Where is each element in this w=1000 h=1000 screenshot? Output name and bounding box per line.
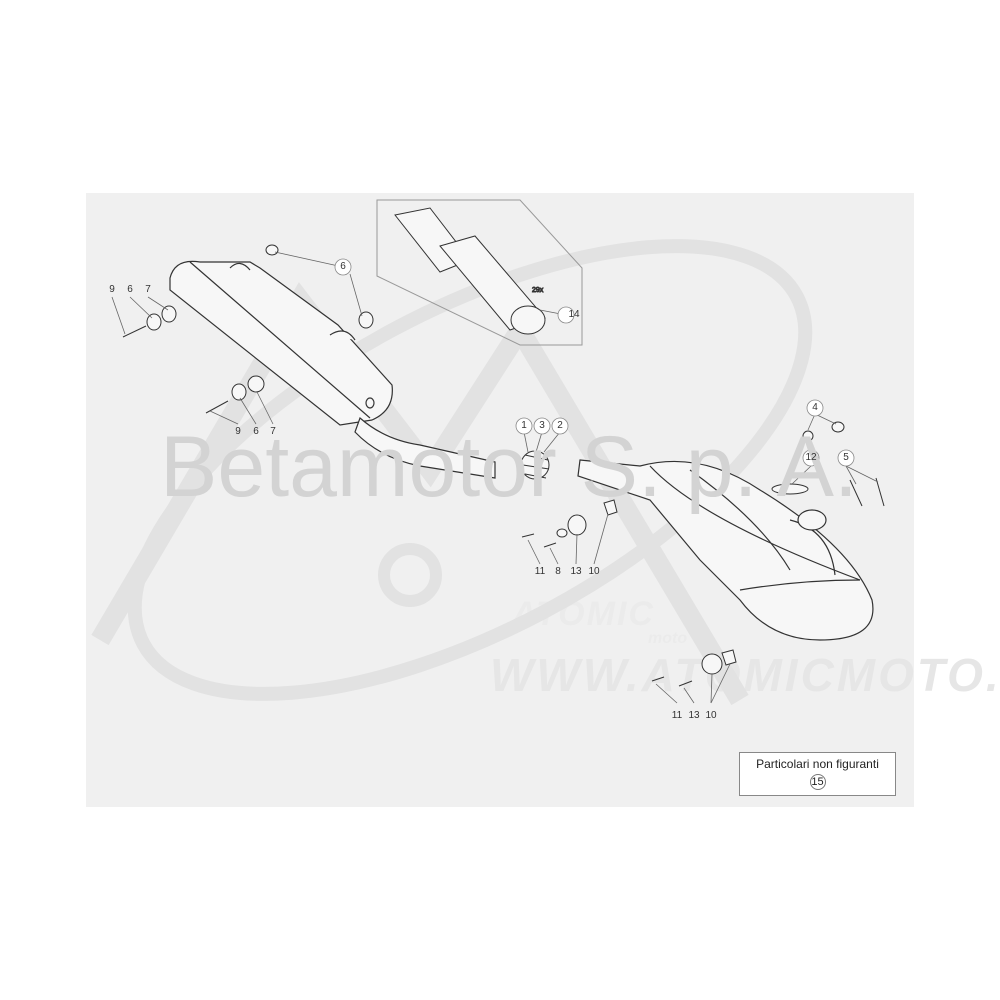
callout-6-bottom: 6 — [253, 426, 259, 437]
callout-13-middle: 13 — [570, 566, 582, 577]
watermark-brand: Betamotor S. p. A. — [160, 419, 858, 515]
callout-10-bottom: 10 — [705, 710, 717, 721]
callout-1: 1 — [521, 420, 527, 431]
callout-circles — [334, 258, 855, 467]
callout-5: 5 — [843, 452, 849, 463]
callout-2: 2 — [557, 420, 563, 431]
callout-11-middle: 11 — [534, 566, 546, 577]
hardware-right — [521, 421, 885, 687]
expansion-chamber — [577, 459, 874, 641]
callout-12: 12 — [805, 452, 817, 463]
callout-7-bottom: 7 — [270, 426, 276, 437]
legend-box: Particolari non figuranti 15 — [739, 752, 896, 796]
callout-6-right: 6 — [340, 261, 346, 272]
legend-number: 15 — [809, 774, 826, 790]
part-14-sleeve: 29x — [376, 199, 583, 346]
svg-text:29x: 29x — [532, 287, 544, 294]
legend-title: Particolari non figuranti — [756, 757, 879, 771]
callout-3: 3 — [539, 420, 545, 431]
callout-6-top: 6 — [127, 284, 133, 295]
callout-4: 4 — [812, 402, 818, 413]
callout-11-bottom: 11 — [671, 710, 683, 721]
callout-13-bottom: 13 — [688, 710, 700, 721]
callout-9-bottom: 9 — [235, 426, 241, 437]
callout-7-top: 7 — [145, 284, 151, 295]
hardware-left — [122, 244, 374, 414]
callout-14: 14 — [568, 309, 580, 320]
leader-lines — [111, 251, 879, 704]
callout-9-top: 9 — [109, 284, 115, 295]
callout-8: 8 — [555, 566, 561, 577]
watermark-logo-sub: moto — [648, 630, 688, 647]
part-coupler-spring — [520, 450, 550, 480]
background-logo-watermark — [91, 239, 813, 706]
silencer — [169, 260, 496, 479]
callout-10-middle: 10 — [588, 566, 600, 577]
